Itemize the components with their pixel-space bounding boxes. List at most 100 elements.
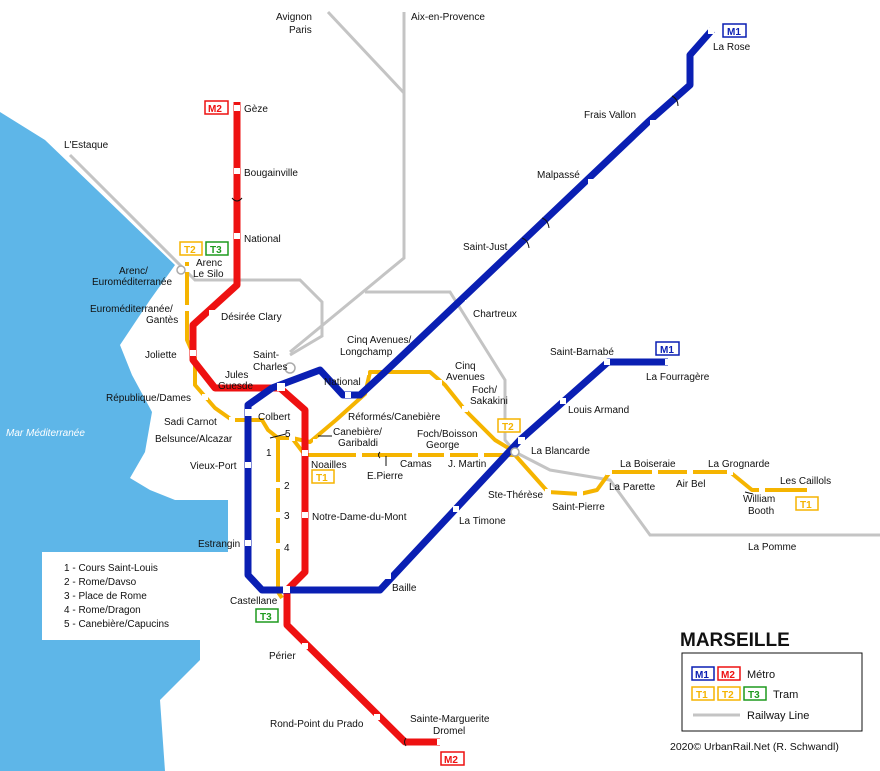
- station-jules-guesde-1: Jules: [225, 370, 248, 381]
- station-marker: [727, 469, 733, 475]
- station-noailles: Noailles: [311, 460, 347, 471]
- station-marker: [436, 380, 442, 386]
- dest-aix: Aix-en-Provence: [411, 12, 485, 23]
- station-marker: [275, 482, 281, 488]
- station-marker: [184, 305, 190, 311]
- station-notre-dame: Notre-Dame-du-Mont: [312, 512, 407, 523]
- station-marker: [209, 310, 215, 316]
- station-marker: [650, 120, 656, 126]
- station-republique-dames: République/Dames: [106, 393, 191, 404]
- badge-t1-noailles: T1: [311, 469, 335, 484]
- station-marker: [411, 353, 417, 359]
- station-reformes: Réformés/Canebière: [348, 412, 441, 423]
- station-marker: [708, 28, 714, 34]
- badge-text: M1: [660, 345, 674, 356]
- station-marker: [588, 179, 594, 185]
- station-ste-therese: Ste-Thérèse: [488, 490, 543, 501]
- station-marker: [275, 512, 281, 518]
- dest-paris: Paris: [289, 25, 312, 36]
- station-marker: [234, 105, 240, 111]
- station-e-pierre: E.Pierre: [367, 471, 404, 482]
- numbered-legend-panel: [42, 552, 200, 640]
- station-castellane: Castellane: [230, 596, 278, 607]
- badge-text: T3: [260, 612, 272, 623]
- station-marker: [545, 489, 551, 495]
- station-marker: [234, 233, 240, 239]
- crossing-mark: [404, 737, 407, 747]
- station-estrangin: Estrangin: [198, 539, 240, 550]
- station-marker: [444, 452, 450, 458]
- station-marker: [245, 409, 252, 416]
- station-saint-pierre: Saint-Pierre: [552, 502, 605, 513]
- dest-estaque: L'Estaque: [64, 140, 109, 151]
- badge-m1-fourragere: M1: [655, 341, 680, 356]
- station-foch-boisson-2: George: [426, 440, 460, 451]
- badge-m2-sainte-marguerite: M2: [440, 751, 465, 766]
- station-marker: [687, 469, 693, 475]
- station-national-m2: National: [244, 234, 281, 245]
- stop-number-4: 4: [284, 543, 290, 554]
- crossing-mark: [378, 451, 381, 459]
- railway-to-aix: [289, 12, 406, 354]
- legend-t2-badge: T2: [722, 690, 734, 701]
- leader-line: [744, 491, 754, 495]
- station-marker: [302, 643, 308, 649]
- station-jules-guesde-2: Guesde: [218, 381, 253, 392]
- station-foch-sakakini-1: Foch/: [472, 385, 497, 396]
- station-marker: [283, 586, 290, 593]
- dest-avignon: Avignon: [276, 12, 312, 23]
- station-arenc-le-silo-2: Le Silo: [193, 269, 224, 280]
- station-marker: [289, 435, 295, 441]
- station-arenc-le-silo-1: Arenc: [196, 258, 222, 269]
- station-marker: [807, 487, 813, 493]
- crossing-mark: [521, 237, 530, 249]
- station-bougainville: Bougainville: [244, 168, 298, 179]
- station-marker: [190, 350, 196, 356]
- station-foch-sakakini-2: Sakakini: [470, 396, 508, 407]
- station-baille: Baille: [392, 583, 417, 594]
- station-william-booth-2: Booth: [748, 506, 774, 517]
- station-perier: Périer: [269, 651, 296, 662]
- station-sainte-marguerite-2: Dromel: [433, 726, 465, 737]
- station-marker: [437, 739, 443, 745]
- station-joliette: Joliette: [145, 350, 177, 361]
- blancarde-interchange-marker: [510, 447, 520, 457]
- stop-number-2: 2: [284, 481, 290, 492]
- station-sadi-carnot: Sadi Carnot: [164, 417, 217, 428]
- station-marker: [302, 450, 308, 456]
- badge-t3-castellane: T3: [255, 608, 279, 623]
- badge-t3-arenc: T3: [205, 241, 229, 256]
- station-cinq-avenues-longchamp-1: Cinq Avenues/: [347, 335, 412, 346]
- station-saint-barnabe: Saint-Barnabé: [550, 347, 614, 358]
- station-frais-vallon: Frais Vallon: [584, 110, 636, 121]
- station-marker: [465, 300, 471, 306]
- station-camas: Camas: [400, 459, 432, 470]
- station-marker: [313, 439, 319, 445]
- station-la-boiseraie: La Boiseraie: [620, 459, 676, 470]
- legend-box: M1 M2 Métro T1 T2 T3 Tram Railway Line: [681, 652, 863, 732]
- numbered-legend-5: 5 - Canebière/Capucins: [64, 619, 169, 630]
- station-marker: [362, 369, 368, 375]
- station-marker: [577, 491, 583, 497]
- metro-m1-line: [244, 27, 715, 594]
- legend-t1-badge: T1: [696, 690, 708, 701]
- station-marker: [462, 406, 468, 412]
- station-j-martin: J. Martin: [448, 459, 486, 470]
- crossing-mark: [541, 217, 550, 229]
- station-colbert: Colbert: [258, 412, 290, 423]
- station-belsunce: Belsunce/Alcazar: [155, 434, 233, 445]
- badge-text: T1: [800, 500, 812, 511]
- numbered-legend-3: 3 - Place de Rome: [64, 591, 147, 602]
- station-la-rose: La Rose: [713, 42, 751, 53]
- railway-to-avignon: [326, 10, 406, 95]
- badge-text: T3: [210, 245, 222, 256]
- leader-line: [269, 433, 287, 439]
- station-cinq-avenues-1: Cinq: [455, 361, 476, 372]
- station-marker: [453, 506, 459, 512]
- legend-metro-label: Métro: [747, 669, 775, 681]
- station-louis-armand: Louis Armand: [568, 405, 629, 416]
- station-air-bel: Air Bel: [676, 479, 705, 490]
- badge-m1-la-rose: M1: [722, 23, 747, 38]
